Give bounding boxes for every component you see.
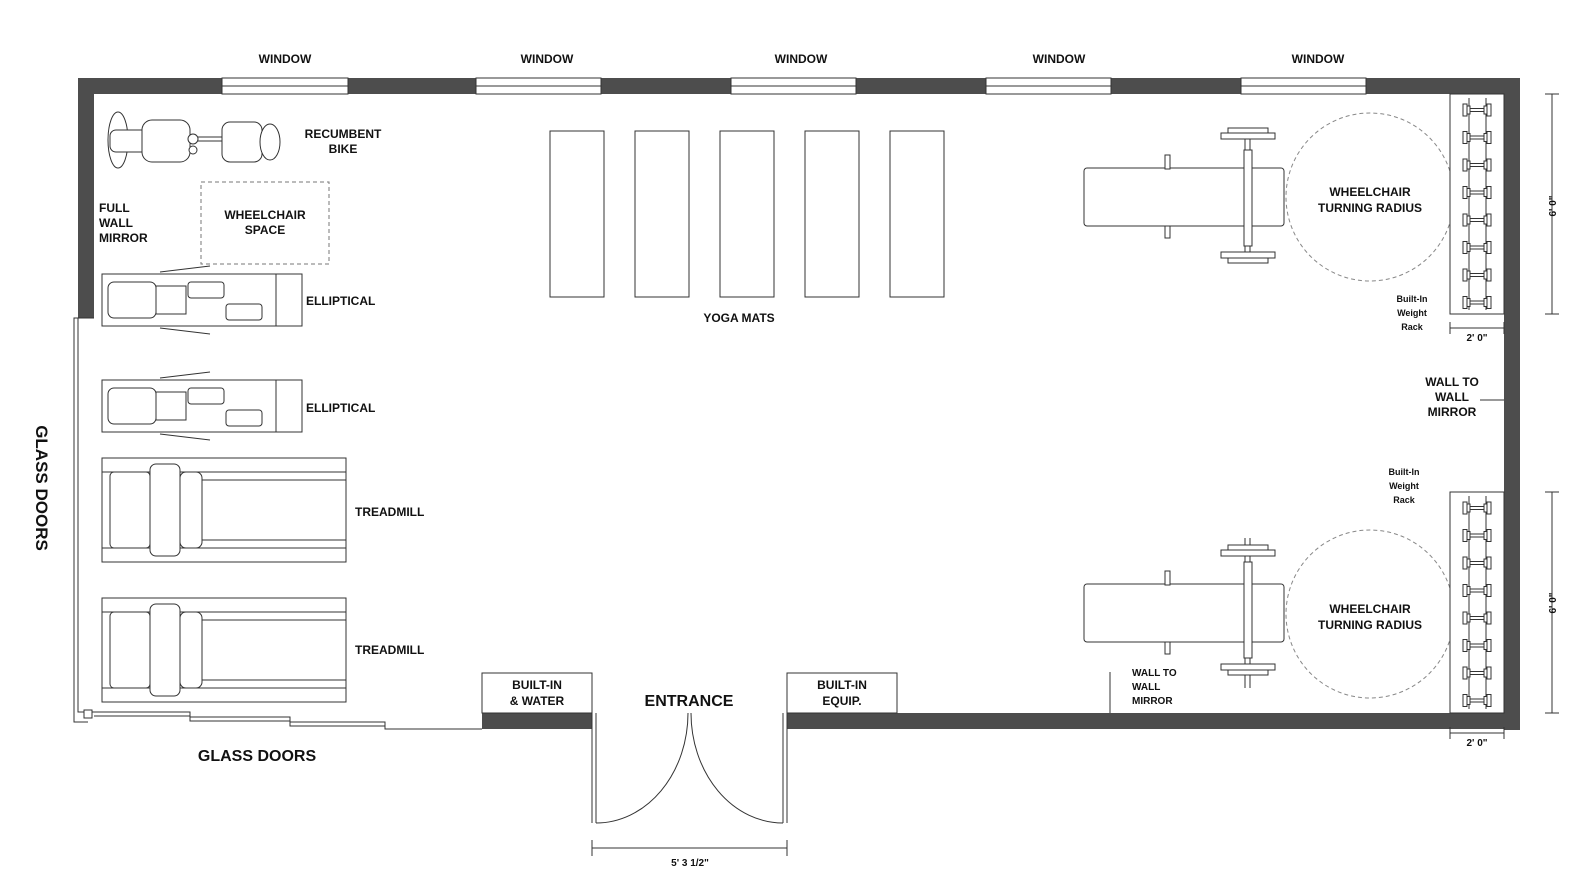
- treadmill-2-label: TREADMILL: [355, 643, 424, 657]
- window-4: [985, 77, 1112, 95]
- weight-rack-2-label-line3: Rack: [1393, 495, 1416, 505]
- recumbent-bike-label-line1: RECUMBENT: [305, 127, 382, 141]
- wheelchair-turning-radius-1: WHEELCHAIR TURNING RADIUS: [1285, 112, 1455, 282]
- entrance-doors: [591, 712, 788, 856]
- bottom-mirror-label-line2: WALL: [1132, 682, 1160, 693]
- dumbbell: [1462, 241, 1492, 254]
- weight-rack-2-label-line1: Built-In: [1389, 467, 1420, 477]
- dumbbell: [1462, 296, 1492, 309]
- weight-rack-1-label-line1: Built-In: [1397, 294, 1428, 304]
- built-in-water-label-line1: BUILT-IN: [512, 678, 562, 692]
- treadmill-2: [101, 597, 347, 703]
- entrance-label: ENTRANCE: [645, 693, 734, 710]
- window-label-1: WINDOW: [259, 52, 312, 66]
- elliptical-1-label: ELLIPTICAL: [306, 294, 375, 308]
- turning-radius-2-label-line2: TURNING RADIUS: [1318, 618, 1422, 632]
- full-wall-mirror-label-line1: FULL: [99, 201, 130, 215]
- elliptical-2: [101, 371, 303, 441]
- windows: WINDOW WINDOW WINDOW WINDOW WINDOW: [221, 52, 1367, 95]
- yoga-mats: [549, 130, 945, 298]
- wheelchair-turning-radius-2: WHEELCHAIR TURNING RADIUS: [1285, 529, 1455, 699]
- exterior-walls: [78, 78, 1520, 730]
- weight-rack-2-label-line2: Weight: [1389, 481, 1419, 491]
- dumbbell: [1462, 158, 1492, 172]
- dumbbell: [1462, 529, 1492, 542]
- dumbbell: [1462, 103, 1492, 117]
- window-3: [730, 77, 857, 95]
- window-5: [1240, 77, 1367, 95]
- yoga-mats-label: YOGA MATS: [703, 311, 774, 325]
- glass-doors-bottom-label: GLASS DOORS: [198, 748, 317, 765]
- dumbbell: [1462, 611, 1492, 625]
- dumbbell: [1462, 186, 1492, 199]
- dumbbell: [1462, 131, 1492, 144]
- window-label-4: WINDOW: [1033, 52, 1086, 66]
- built-in-water-cabinet: BUILT-IN & WATER: [481, 672, 593, 714]
- dumbbell: [1462, 501, 1492, 515]
- built-in-equip-cabinet: BUILT-IN EQUIP.: [786, 672, 898, 714]
- dumbbell: [1462, 584, 1492, 597]
- entrance-width-dimension: 5' 3 1/2": [671, 858, 709, 869]
- bottom-mirror-label-line3: MIRROR: [1132, 696, 1173, 707]
- weight-rack-1-label-line3: Rack: [1401, 322, 1424, 332]
- full-wall-mirror-label-line3: MIRROR: [99, 231, 148, 245]
- dumbbell: [1462, 694, 1492, 707]
- bottom-mirror-label-line1: WALL TO: [1132, 668, 1177, 679]
- dimension-lines: [1449, 93, 1559, 739]
- recumbent-bike-label-line2: BIKE: [329, 142, 358, 156]
- weight-bench-1: [1083, 127, 1285, 264]
- yoga-mat-5: [889, 130, 945, 298]
- recumbent-bike: [107, 111, 281, 169]
- elliptical-1: [101, 265, 303, 335]
- wheelchair-space-label-line1: WHEELCHAIR: [224, 208, 306, 222]
- window-label-5: WINDOW: [1292, 52, 1345, 66]
- dumbbell: [1462, 213, 1492, 227]
- wheelchair-space-label-line2: SPACE: [245, 223, 285, 237]
- treadmill-1-label: TREADMILL: [355, 505, 424, 519]
- yoga-mat-2: [634, 130, 690, 298]
- rack-1-width-dimension: 2' 0": [1466, 333, 1487, 344]
- rack-2-height-dimension: 6' 0": [1548, 592, 1559, 613]
- built-in-equip-label-line2: EQUIP.: [822, 694, 861, 708]
- dumbbell: [1462, 639, 1492, 652]
- weight-rack-1-label-line2: Weight: [1397, 308, 1427, 318]
- full-wall-mirror-label-line2: WALL: [99, 216, 133, 230]
- right-mirror-label-line1: WALL TO: [1425, 375, 1479, 389]
- weight-rack-2: [1449, 491, 1505, 714]
- glass-doors: [73, 317, 482, 730]
- glass-doors-left-label: GLASS DOORS: [32, 425, 51, 551]
- window-label-2: WINDOW: [521, 52, 574, 66]
- right-mirror-label-line2: WALL: [1435, 390, 1469, 404]
- dumbbell: [1462, 268, 1492, 282]
- turning-radius-1-label-line2: TURNING RADIUS: [1318, 201, 1422, 215]
- window-1: [221, 77, 349, 95]
- dumbbell: [1462, 556, 1492, 570]
- elliptical-2-label: ELLIPTICAL: [306, 401, 375, 415]
- yoga-mat-1: [549, 130, 605, 298]
- weight-rack-1: [1449, 93, 1505, 315]
- built-in-water-label-line2: & WATER: [510, 694, 565, 708]
- yoga-mat-4: [804, 130, 860, 298]
- rack-1-height-dimension: 6' 0": [1548, 195, 1559, 216]
- window-2: [475, 77, 602, 95]
- rack-2-width-dimension: 2' 0": [1466, 738, 1487, 749]
- weight-bench-2: [1083, 538, 1285, 688]
- built-in-equip-label-line1: BUILT-IN: [817, 678, 867, 692]
- window-label-3: WINDOW: [775, 52, 828, 66]
- treadmill-1: [101, 457, 347, 563]
- turning-radius-1-label-line1: WHEELCHAIR: [1329, 185, 1411, 199]
- wheelchair-space: WHEELCHAIR SPACE: [200, 181, 330, 265]
- yoga-mat-3: [719, 130, 775, 298]
- turning-radius-2-label-line1: WHEELCHAIR: [1329, 602, 1411, 616]
- right-mirror-label-line3: MIRROR: [1428, 405, 1477, 419]
- dumbbell: [1462, 666, 1492, 680]
